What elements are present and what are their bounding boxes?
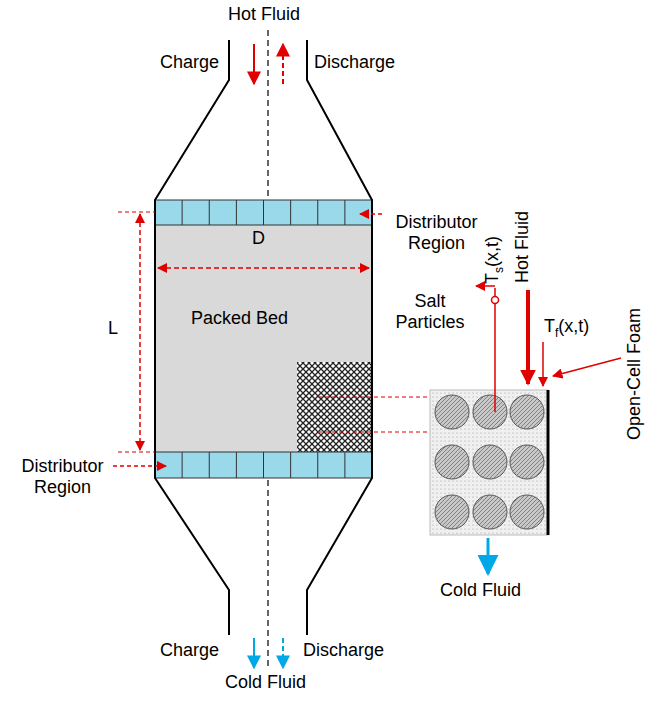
flow-arrow (487, 538, 490, 574)
leader-arrow (360, 213, 382, 215)
salt-particle (510, 395, 544, 429)
variable-label: Ts(x,t) (482, 236, 505, 284)
mode-label: Charge (160, 640, 219, 661)
salt-particle (473, 395, 507, 429)
packed-bed-region: Packed Bed (155, 225, 372, 452)
distributor-cell (182, 200, 183, 225)
distributor-bands (155, 200, 372, 478)
distributor-band (155, 452, 372, 478)
part-label: Open-Cell Foam (624, 308, 645, 440)
leader-arrow (113, 465, 166, 467)
region-label: Packed Bed (190, 308, 289, 329)
pointer-arrow (542, 342, 544, 386)
fluid-label: Hot Fluid (512, 211, 533, 283)
dimension-label: L (108, 318, 118, 339)
distributor-cell (263, 452, 264, 478)
salt-particle (473, 495, 507, 529)
packed-bed-fill (155, 225, 372, 452)
part-label: Salt Particles (390, 291, 470, 333)
mode-label: Charge (160, 52, 219, 73)
variable-args: (x,t) (558, 316, 589, 336)
discharge-arrow (282, 638, 284, 668)
pointer-arrow (476, 285, 495, 287)
zoom-leader (318, 396, 430, 397)
distributor-cell (236, 452, 237, 478)
distributor-cell (236, 200, 237, 225)
distributor-cell (290, 200, 291, 225)
region-label: Distributor Region (10, 456, 115, 498)
charge-arrow (253, 44, 255, 84)
salt-particle (435, 445, 469, 479)
discharge-arrow (282, 44, 284, 84)
fluid-label: Hot Fluid (228, 4, 300, 25)
diameter-dimension (158, 267, 369, 269)
variable-subscript: f (555, 326, 558, 340)
distributor-cell (263, 200, 264, 225)
mode-label: Discharge (303, 640, 384, 661)
salt-particle (473, 445, 507, 479)
variable-symbol: T (544, 316, 555, 336)
pointer-dot (492, 297, 499, 304)
mode-label: Discharge (314, 52, 395, 73)
salt-particle (435, 395, 469, 429)
flow-arrow (526, 290, 530, 384)
salt-particle (510, 495, 544, 529)
pointer-arrow (553, 358, 621, 376)
inset-detail (430, 390, 548, 535)
distributor-cell (317, 200, 318, 225)
zoom-leader (318, 431, 430, 432)
distributor-cell (344, 200, 345, 225)
length-dimension (139, 214, 141, 450)
distributor-cell (344, 452, 345, 478)
distributor-cell (209, 200, 210, 225)
inset-box (430, 390, 548, 535)
vessel-outline (155, 40, 372, 635)
inset-wall (547, 390, 550, 535)
region-label: Distributor Region (384, 212, 489, 254)
foam-insert (297, 362, 372, 452)
variable-symbol: T (482, 273, 502, 284)
variable-label: Tf(x,t) (544, 316, 589, 339)
distributor-cell (290, 452, 291, 478)
distributor-band (155, 200, 372, 225)
dimension-tick (118, 211, 155, 212)
variable-args: (x,t) (482, 236, 502, 267)
salt-particle (510, 445, 544, 479)
variable-subscript: s (492, 267, 506, 273)
dimension-tick (118, 451, 155, 452)
charge-arrow (253, 638, 255, 668)
fluid-label: Cold Fluid (225, 672, 306, 693)
distributor-cell (182, 452, 183, 478)
distributor-cell (317, 452, 318, 478)
fluid-label: Cold Fluid (440, 580, 521, 601)
pointer-line (494, 288, 496, 412)
salt-particle (435, 495, 469, 529)
distributor-cell (209, 452, 210, 478)
dimension-label: D (252, 228, 265, 249)
